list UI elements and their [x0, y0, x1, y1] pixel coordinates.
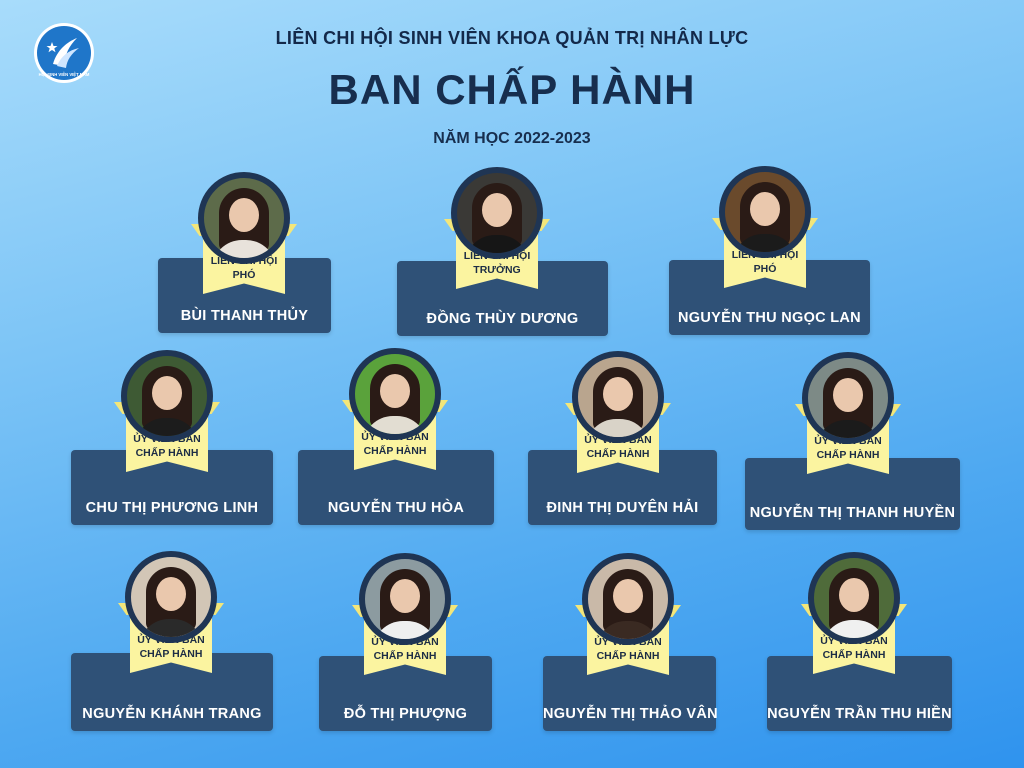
member-photo	[359, 553, 451, 645]
member-name: NGUYỄN THỊ THANH HUYỀN	[749, 505, 956, 521]
role-line-2: CHẤP HÀNH	[822, 649, 886, 661]
member-photo	[198, 172, 290, 264]
photo-shirt	[135, 418, 199, 436]
member-photo	[719, 166, 811, 258]
member-photo	[802, 352, 894, 444]
photo-face	[390, 579, 420, 613]
photo-face	[839, 578, 869, 612]
member-name: NGUYỄN KHÁNH TRANG	[82, 706, 262, 722]
page-title: BAN CHẤP HÀNH	[328, 66, 696, 113]
photo-shirt	[586, 419, 650, 437]
member-card: NGUYỄN THỊ THANH HUYỀN	[745, 458, 960, 530]
member-photo	[808, 552, 900, 644]
member-photo	[451, 167, 543, 259]
school-year: NĂM HỌC 2022-2023	[433, 130, 591, 147]
member-name: CHU THỊ PHƯƠNG LINH	[85, 500, 259, 516]
photo-face	[380, 374, 410, 408]
member-name: ĐINH THỊ DUYÊN HẢI	[546, 500, 699, 516]
photo-face	[152, 376, 182, 410]
photo-shirt	[139, 619, 203, 637]
member-photo	[572, 351, 664, 443]
role-line-2: PHÓ	[753, 263, 777, 275]
member-card: ĐỖ THỊ PHƯỢNG	[319, 656, 492, 731]
role-line-2: CHẤP HÀNH	[596, 650, 660, 662]
photo-face	[482, 193, 512, 227]
member-photo	[125, 551, 217, 643]
member-photo	[349, 348, 441, 440]
member-card: ĐINH THỊ DUYÊN HẢI	[528, 450, 717, 525]
photo-face	[833, 378, 863, 412]
photo-shirt	[465, 235, 529, 253]
role-line-2: CHẤP HÀNH	[373, 650, 437, 662]
member-card: NGUYỄN KHÁNH TRANG	[71, 653, 273, 731]
member-photo	[121, 350, 213, 442]
photo-shirt	[816, 420, 880, 438]
member-name: NGUYỄN THỊ THẢO VÂN	[543, 706, 718, 722]
organization-subtitle: LIÊN CHI HỘI SINH VIÊN KHOA QUẢN TRỊ NHÂ…	[275, 28, 749, 48]
role-line-2: CHẤP HÀNH	[135, 447, 199, 459]
photo-shirt	[822, 620, 886, 638]
photo-face	[603, 377, 633, 411]
member-name: NGUYỄN TRẦN THU HIỀN	[767, 706, 952, 722]
role-line-2: PHÓ	[232, 269, 256, 281]
photo-shirt	[733, 234, 797, 252]
role-line-2: CHẤP HÀNH	[586, 448, 650, 460]
photo-face	[156, 577, 186, 611]
photo-shirt	[212, 240, 276, 258]
member-name: ĐỖ THỊ PHƯỢNG	[343, 706, 468, 722]
photo-shirt	[373, 621, 437, 639]
member-name: ĐỒNG THÙY DƯƠNG	[426, 311, 579, 327]
member-name: BÙI THANH THỦY	[180, 308, 309, 324]
photo-shirt	[363, 416, 427, 434]
role-line-2: TRƯỞNG	[473, 264, 521, 276]
photo-face	[613, 579, 643, 613]
member-card: NGUYỄN TRẦN THU HIỀN	[767, 656, 952, 731]
member-card: NGUYỄN THỊ THẢO VÂN	[543, 656, 718, 731]
member-name: NGUYỄN THU NGỌC LAN	[678, 310, 861, 326]
role-line-2: CHẤP HÀNH	[363, 445, 427, 457]
member-card: NGUYỄN THU HÒA	[298, 450, 494, 525]
role-line-2: CHẤP HÀNH	[816, 449, 880, 461]
svg-text:HỘI SINH VIÊN VIỆT NAM: HỘI SINH VIÊN VIỆT NAM	[39, 72, 90, 77]
photo-shirt	[596, 621, 660, 639]
role-line-2: CHẤP HÀNH	[139, 648, 203, 660]
photo-face	[750, 192, 780, 226]
member-name: NGUYỄN THU HÒA	[327, 500, 465, 516]
photo-face	[229, 198, 259, 232]
member-photo	[582, 553, 674, 645]
hoi-sinh-vien-logo-icon: HỘI SINH VIÊN VIỆT NAM	[34, 23, 94, 83]
